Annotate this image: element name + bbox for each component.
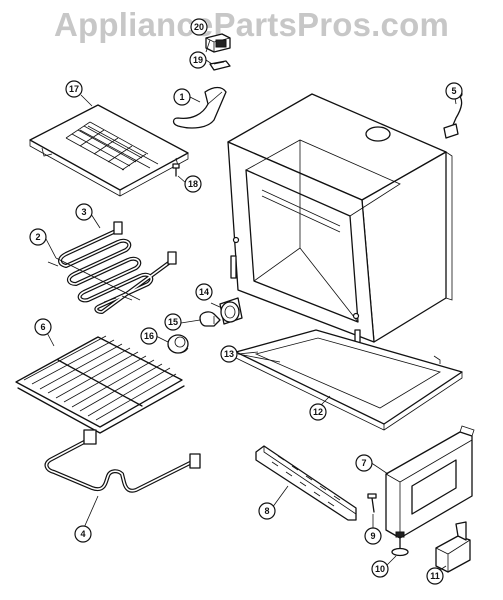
callout-20-label: 20 bbox=[194, 22, 204, 32]
part-20-switch bbox=[205, 33, 231, 53]
part-12-oven-bottom bbox=[235, 329, 463, 431]
part-16-lamp-cover bbox=[167, 334, 189, 354]
callout-4: 4 bbox=[74, 525, 92, 543]
callout-1: 1 bbox=[173, 88, 191, 106]
callout-19-label: 19 bbox=[193, 55, 203, 65]
callouts: 20 19 1 17 18 2 3 5 6 4 14 15 16 13 12 7… bbox=[29, 18, 463, 585]
callout-8-label: 8 bbox=[264, 506, 269, 516]
callout-14: 14 bbox=[195, 283, 213, 301]
callout-11-label: 11 bbox=[430, 571, 440, 581]
part-15-lamp-bulb bbox=[199, 311, 221, 327]
callout-16-label: 16 bbox=[144, 331, 154, 341]
callout-3-label: 3 bbox=[81, 207, 86, 217]
callout-2: 2 bbox=[29, 228, 47, 246]
callout-10: 10 bbox=[371, 560, 389, 578]
callout-6-label: 6 bbox=[40, 322, 45, 332]
part-18-screw bbox=[172, 163, 180, 177]
callout-18: 18 bbox=[184, 175, 202, 193]
callout-2-label: 2 bbox=[35, 232, 40, 242]
part-10-leveling-leg bbox=[391, 531, 409, 557]
callout-17-label: 17 bbox=[69, 84, 79, 94]
part-1-bracket bbox=[172, 86, 227, 129]
part-17-broil-cover bbox=[29, 104, 189, 197]
callout-6: 6 bbox=[34, 318, 52, 336]
callout-10-label: 10 bbox=[375, 564, 385, 574]
callout-20: 20 bbox=[190, 18, 208, 36]
callout-15-label: 15 bbox=[168, 317, 178, 327]
part-6-oven-rack bbox=[15, 335, 185, 434]
callout-13-label: 13 bbox=[224, 349, 234, 359]
part-7-mounting-bracket bbox=[385, 425, 475, 539]
callout-7: 7 bbox=[355, 454, 373, 472]
part-9-screw bbox=[367, 493, 377, 513]
part-3-element bbox=[47, 221, 177, 314]
part-11-anti-tip-bracket bbox=[435, 521, 471, 573]
callout-12-label: 12 bbox=[313, 407, 323, 417]
callout-5-label: 5 bbox=[451, 86, 456, 96]
part-4-bake-element bbox=[44, 429, 201, 493]
callout-8: 8 bbox=[258, 502, 276, 520]
callout-18-label: 18 bbox=[188, 179, 198, 189]
callout-3: 3 bbox=[75, 203, 93, 221]
part-8-bracket-strip bbox=[255, 445, 357, 521]
callout-1-label: 1 bbox=[179, 92, 184, 102]
callout-11: 11 bbox=[426, 567, 444, 585]
part-14-lamp-socket bbox=[219, 297, 243, 325]
callout-19: 19 bbox=[189, 51, 207, 69]
callout-17: 17 bbox=[65, 80, 83, 98]
callout-7-label: 7 bbox=[361, 458, 366, 468]
callout-14-label: 14 bbox=[199, 287, 209, 297]
callout-15: 15 bbox=[164, 313, 182, 331]
callout-12: 12 bbox=[309, 403, 327, 421]
callout-4-label: 4 bbox=[80, 529, 85, 539]
watermark: AppliancePartsPros.com bbox=[53, 6, 450, 43]
callout-5: 5 bbox=[445, 82, 463, 100]
oven-cavity bbox=[227, 93, 453, 351]
callout-9: 9 bbox=[364, 527, 382, 545]
callout-13: 13 bbox=[220, 345, 238, 363]
callout-9-label: 9 bbox=[370, 531, 375, 541]
callout-16: 16 bbox=[140, 327, 158, 345]
part-19-bracket bbox=[209, 60, 231, 71]
